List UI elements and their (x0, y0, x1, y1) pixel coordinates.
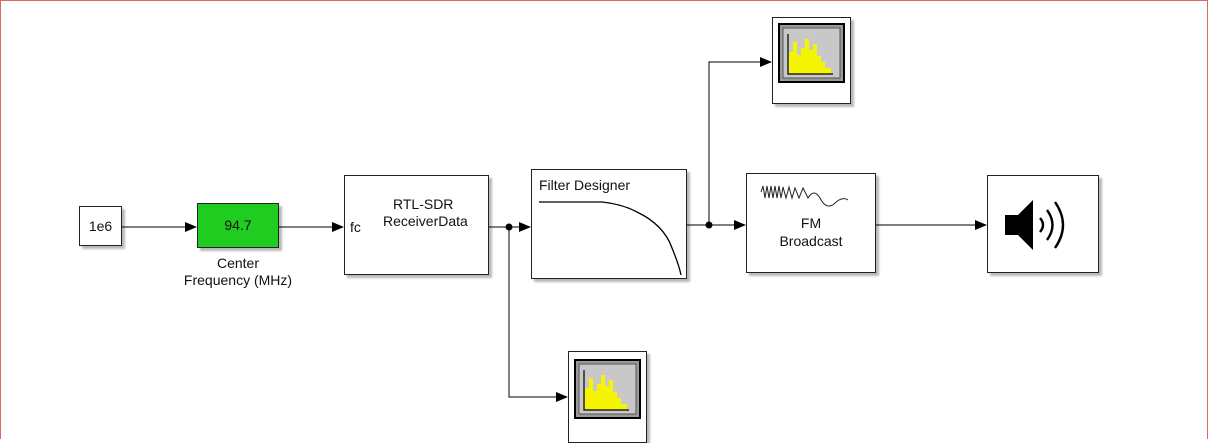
spectrum-analyzer-lower[interactable] (568, 351, 647, 443)
rtlsdr-receiver-block[interactable]: RTL-SDR fc ReceiverData (344, 175, 489, 275)
rtlsdr-output-port-label: ReceiverData (383, 213, 468, 229)
center-frequency-block[interactable]: 94.7 (197, 203, 279, 248)
wire-to-upper-scope[interactable] (708, 57, 772, 225)
speaker-icon (1005, 200, 1065, 250)
label-line-2: Frequency (MHz) (183, 272, 293, 288)
center-frequency-label: Center Frequency (MHz) (173, 255, 303, 289)
constant-block[interactable]: 1e6 (79, 206, 122, 246)
filter-designer-title: Filter Designer (539, 177, 631, 193)
constant-value: 1e6 (88, 218, 113, 234)
spectrum-analyzer-upper[interactable] (772, 17, 851, 104)
center-frequency-value: 94.7 (224, 217, 252, 233)
fm-broadcast-block[interactable]: FM Broadcast (746, 173, 876, 273)
rtlsdr-title: RTL-SDR (393, 196, 454, 212)
label-line-1: Center (216, 255, 260, 271)
spectrum-analyzer-icon (778, 23, 845, 83)
fm-waveform-icon (760, 185, 849, 207)
wire-to-lower-scope[interactable] (508, 227, 568, 402)
fm-broadcast-line2: Broadcast (779, 233, 843, 249)
lowpass-response-icon (539, 201, 682, 276)
fm-broadcast-line1: FM (800, 215, 822, 231)
filter-designer-block[interactable]: Filter Designer (531, 169, 687, 279)
spectrum-analyzer-icon (574, 359, 641, 419)
audio-device-writer-block[interactable] (987, 175, 1099, 273)
rtlsdr-input-port-label: fc (350, 219, 361, 235)
